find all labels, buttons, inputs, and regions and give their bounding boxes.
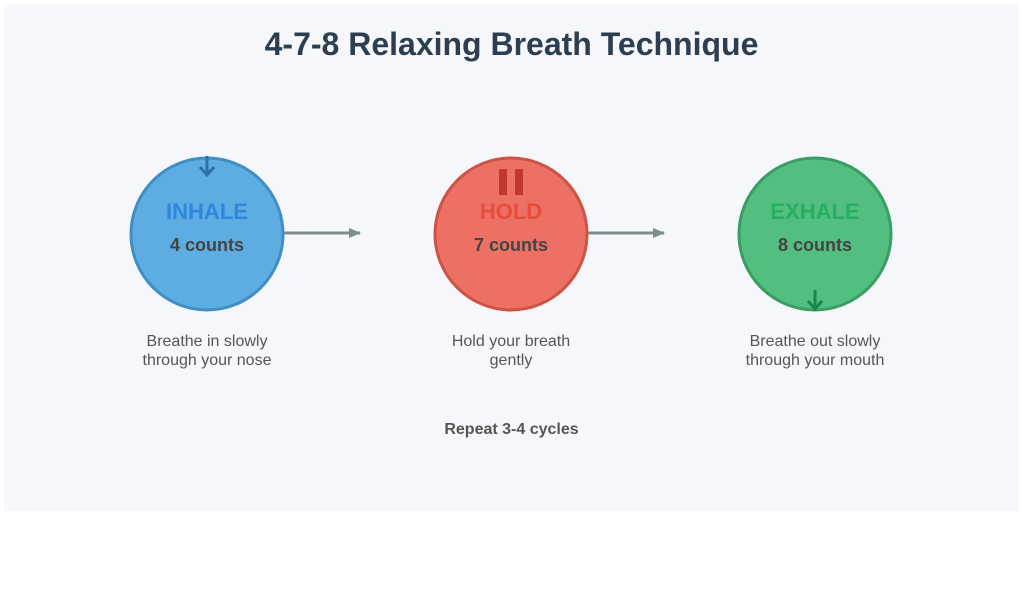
inhale-label: INHALE: [166, 199, 248, 224]
down-arrow-icon: [198, 156, 216, 178]
hold-count: 7 counts: [474, 235, 548, 255]
hold-label: HOLD: [480, 199, 542, 224]
repeat-note: Repeat 3-4 cycles: [444, 421, 579, 438]
exhale-description-line2: through your mouth: [745, 352, 885, 369]
hold-description: Hold your breath gently: [391, 332, 631, 370]
inhale-description: Breathe in slowly through your nose: [87, 332, 327, 370]
phase-hold: HOLD 7 counts: [433, 156, 589, 312]
hold-description-line2: gently: [489, 352, 533, 369]
inhale-count: 4 counts: [170, 235, 244, 255]
exhale-circle: [737, 156, 893, 312]
pause-icon: [499, 169, 523, 195]
exhale-description-line1: Breathe out slowly: [749, 333, 881, 350]
inhale-description-line1: Breathe in slowly: [146, 333, 268, 350]
exhale-count: 8 counts: [778, 235, 852, 255]
exhale-label: EXHALE: [770, 199, 859, 224]
diagram-canvas: 4-7-8 Relaxing Breath Technique INHALE 4…: [4, 4, 1019, 511]
page-title: 4-7-8 Relaxing Breath Technique: [264, 26, 759, 62]
hold-description-line1: Hold your breath: [451, 333, 571, 350]
hold-circle: [433, 156, 589, 312]
down-arrow-icon: [806, 290, 824, 312]
exhale-description: Breathe out slowly through your mouth: [695, 332, 935, 370]
breath-cycle-diagram: INHALE 4 counts HOLD 7 counts EXHALE 8 c…: [129, 156, 893, 312]
phase-exhale: EXHALE 8 counts: [737, 156, 893, 312]
phase-inhale: INHALE 4 counts: [129, 156, 285, 312]
inhale-description-line2: through your nose: [142, 352, 272, 369]
inhale-circle: [129, 156, 285, 312]
